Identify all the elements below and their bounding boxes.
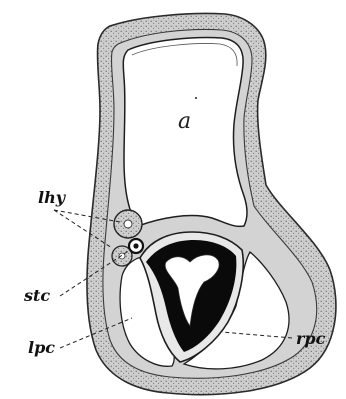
- label-rpc: rpc: [296, 329, 326, 348]
- label-stc: stc: [23, 286, 50, 305]
- label-a-dot: [195, 97, 197, 99]
- hyoid-structure-upper-core: [124, 220, 132, 228]
- hyoid-structure-lower-core: [119, 253, 125, 259]
- stc-vessel-core: [133, 243, 138, 248]
- label-lhy: lhy: [38, 188, 67, 207]
- label-a: a: [178, 109, 191, 134]
- label-lpc: lpc: [28, 338, 55, 357]
